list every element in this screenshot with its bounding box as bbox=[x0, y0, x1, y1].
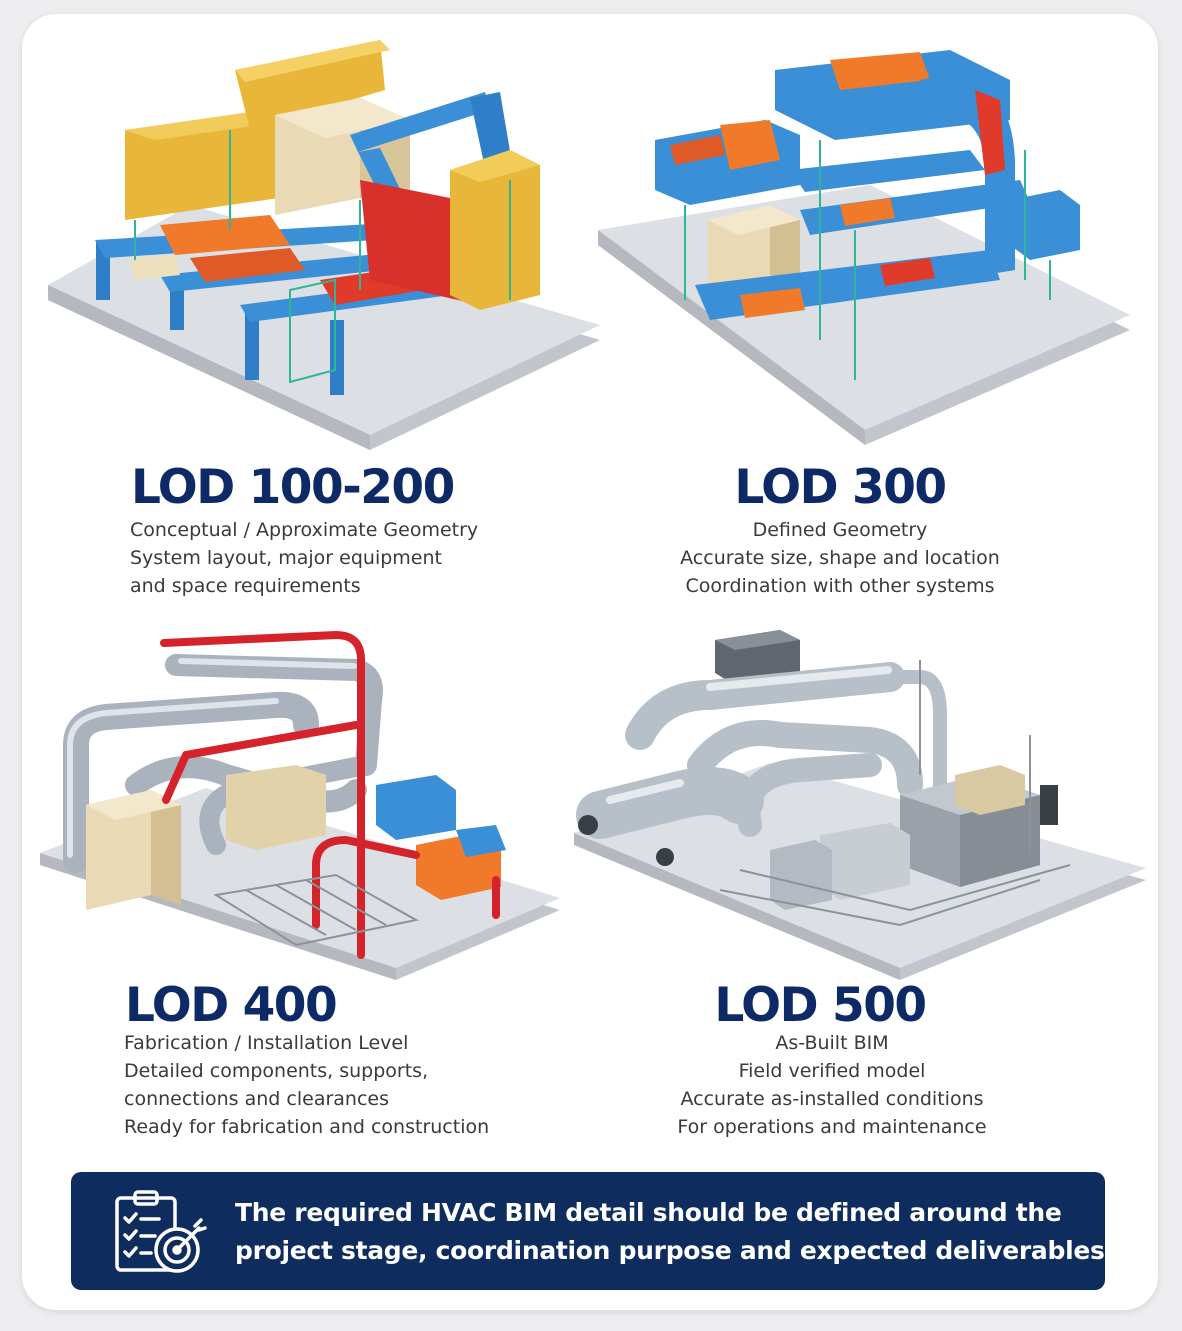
lod-400-line-4: Ready for fabrication and construction bbox=[124, 1116, 490, 1138]
lod-100-200-line-2: System layout, major equipment bbox=[130, 547, 442, 569]
lod-400-description: Fabrication / Installation Level Detaile… bbox=[124, 1029, 489, 1141]
lod-500-title: LOD 500 bbox=[714, 978, 927, 1033]
lod-100-200-line-3: and space requirements bbox=[130, 575, 361, 597]
lod-400-model bbox=[36, 625, 566, 985]
checklist-target-icon bbox=[111, 1188, 211, 1276]
lod-500-model bbox=[570, 625, 1150, 985]
banner-line-2: project stage, coordination purpose and … bbox=[235, 1236, 1114, 1265]
lod-300-line-3: Coordination with other systems bbox=[685, 575, 995, 597]
lod-500-description: As-Built BIM Field verified model Accura… bbox=[632, 1029, 1032, 1141]
banner-message: The required HVAC BIM detail should be d… bbox=[235, 1194, 1114, 1270]
lod-300-description: Defined Geometry Accurate size, shape an… bbox=[640, 516, 1040, 600]
lod-500-line-1: As-Built BIM bbox=[775, 1032, 889, 1054]
lod-400-line-3: connections and clearances bbox=[124, 1088, 389, 1110]
lod-500-line-2: Field verified model bbox=[738, 1060, 926, 1082]
lod-300-line-1: Defined Geometry bbox=[752, 519, 928, 541]
summary-banner: The required HVAC BIM detail should be d… bbox=[71, 1172, 1114, 1290]
lod-300-model bbox=[590, 40, 1135, 450]
lod-400-line-1: Fabrication / Installation Level bbox=[124, 1032, 409, 1054]
lod-100-200-model bbox=[40, 30, 610, 460]
lod-300-line-2: Accurate size, shape and location bbox=[680, 547, 1000, 569]
lod-400-line-2: Detailed components, supports, bbox=[124, 1060, 429, 1082]
lod-100-200-line-1: Conceptual / Approximate Geometry bbox=[130, 519, 479, 541]
banner-line-1: The required HVAC BIM detail should be d… bbox=[235, 1198, 1062, 1227]
lod-100-200-title: LOD 100-200 bbox=[131, 460, 455, 515]
lod-300-title: LOD 300 bbox=[734, 460, 947, 515]
lod-100-200-description: Conceptual / Approximate Geometry System… bbox=[130, 516, 478, 600]
lod-400-title: LOD 400 bbox=[125, 978, 338, 1033]
lod-500-line-3: Accurate as-installed conditions bbox=[680, 1088, 984, 1110]
lod-500-line-4: For operations and maintenance bbox=[677, 1116, 987, 1138]
